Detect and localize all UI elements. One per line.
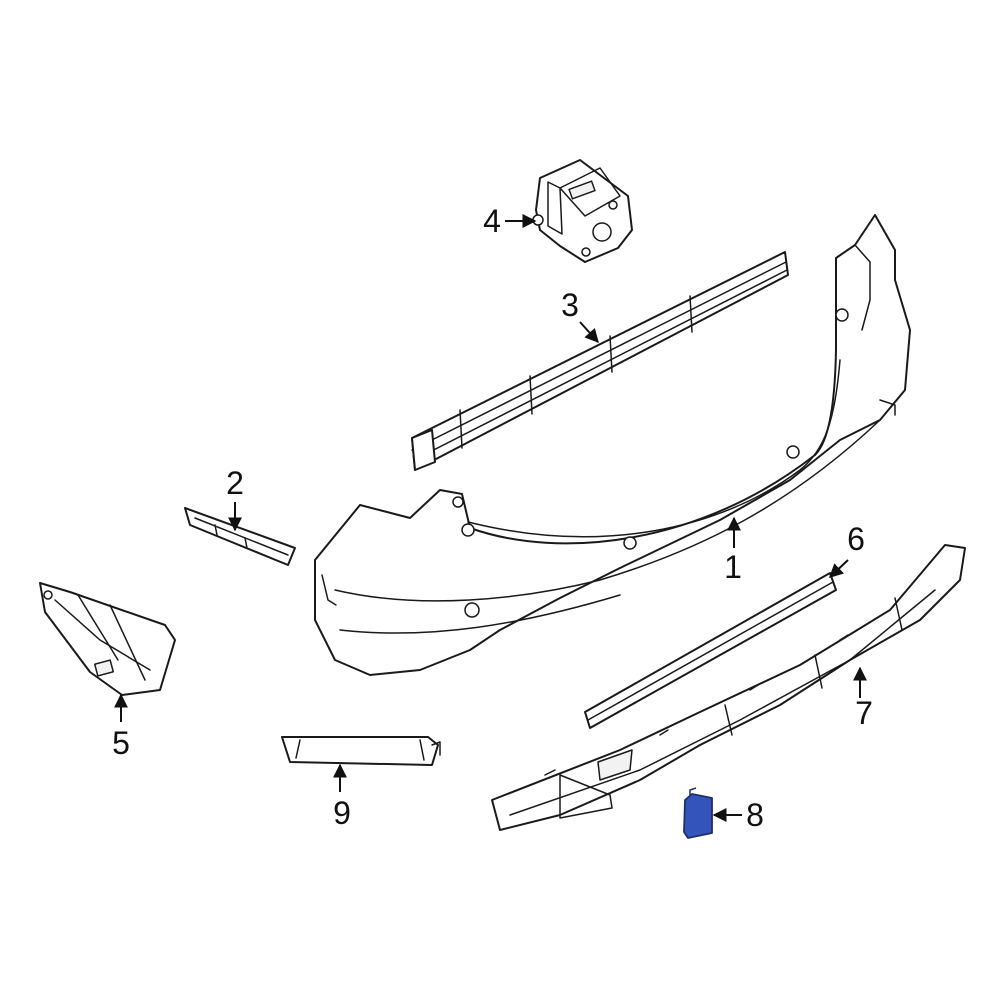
callout-5: 5: [112, 725, 130, 761]
callout-6: 6: [847, 521, 865, 557]
part-8-tow-hook-cover[interactable]: [683, 787, 713, 839]
part-3-reinforcement[interactable]: [411, 251, 789, 471]
leader-6: [828, 559, 849, 578]
callout-1: 1: [724, 549, 742, 585]
callout-3: 3: [561, 287, 579, 323]
part-4-bracket[interactable]: [532, 159, 633, 263]
callout-7: 7: [855, 695, 873, 731]
part-6-reflector-strip[interactable]: [584, 572, 837, 729]
callout-9: 9: [333, 795, 351, 831]
leader-3: [579, 321, 599, 344]
callout-2: 2: [226, 465, 244, 501]
callout-labels: 1 2 3 4 5 6 7 8 9: [112, 203, 873, 833]
part-9-reflector[interactable]: [281, 736, 441, 766]
callout-8: 8: [746, 797, 764, 833]
part-2-trim-strip[interactable]: [184, 507, 296, 566]
part-7-lower-valance[interactable]: [491, 544, 966, 831]
part-5-side-bracket[interactable]: [39, 582, 176, 696]
callout-4: 4: [483, 203, 501, 239]
leader-lines: [114, 214, 867, 822]
part-1-bumper-cover[interactable]: [314, 214, 911, 676]
